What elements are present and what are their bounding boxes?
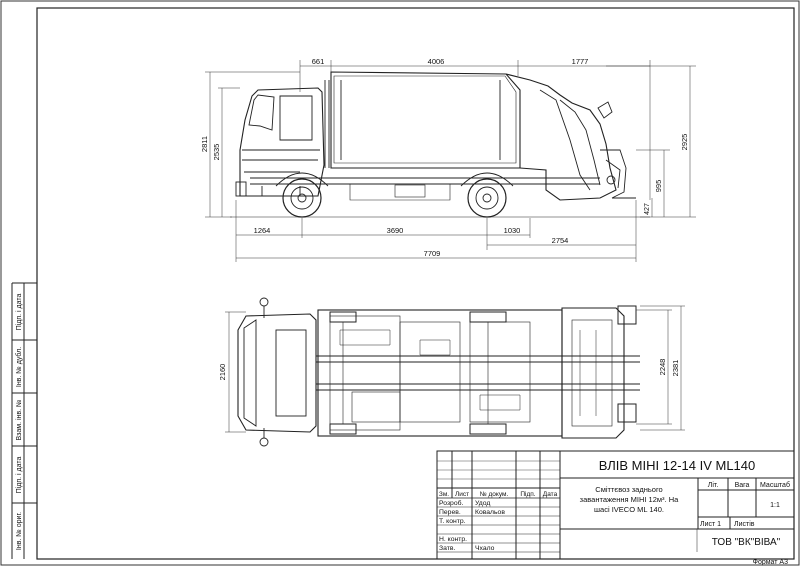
dim-body-length: 4006 [428, 57, 445, 66]
dim-rear-axle-body: 1030 [504, 226, 521, 235]
role-norm-control: Н. контр. [439, 536, 467, 543]
dim-loading-sill: 995 [654, 180, 663, 193]
strip-label-replace-inv: Взам. інв. № [15, 399, 23, 440]
header-doc-number: № докум. [480, 491, 509, 498]
mass-label: Вага [735, 482, 750, 489]
scale-value: 1:1 [770, 502, 780, 509]
strip-label-dup-inv: Інв. № дубл. [15, 347, 23, 387]
role-developed: Розроб. [439, 499, 464, 507]
lit-label: Літ. [708, 481, 719, 489]
company-name: ТОВ "ВК"ВІВА" [712, 537, 781, 548]
dim-overall-width: 2381 [671, 360, 680, 377]
name-checked: Ковальов [475, 509, 505, 516]
description-line-1: Сміттєвоз заднього [595, 485, 662, 494]
role-approved: Затв. [439, 545, 455, 552]
dim-cab-overhang: 661 [312, 57, 325, 66]
sheets-label: Листів [734, 520, 755, 528]
strip-label-sign-date-2: Підп. і дата [15, 457, 23, 494]
dim-cab-height: 2535 [212, 144, 221, 161]
dim-body-width: 2248 [658, 359, 667, 376]
dim-loader-height: 2925 [680, 134, 689, 151]
dim-total-height: 2811 [200, 136, 209, 152]
header-change: Зм. [439, 491, 449, 498]
strip-label-orig-inv: Інв. № ориг. [16, 512, 23, 550]
dim-rear-loader: 1777 [572, 57, 589, 66]
name-developed: Удод [475, 500, 490, 507]
plan-dimension-lines [225, 305, 685, 433]
side-dimension-lines [205, 60, 696, 262]
role-tech-control: Т. контр. [439, 518, 466, 525]
drawing-frame [36, 7, 795, 560]
description-line-3: шасі IVECO ML 140. [594, 505, 664, 514]
title-block-lines [436, 450, 795, 560]
header-signature: Підп. [520, 490, 535, 498]
dim-wheelbase: 3690 [387, 226, 404, 235]
truck-plan-view [237, 297, 640, 447]
role-checked: Перев. [439, 509, 461, 516]
drawing-title: ВЛІВ МІНІ 12-14 IV ML140 [599, 458, 756, 473]
header-date: Дата [543, 491, 558, 498]
name-approved: Чхало [475, 545, 495, 552]
strip-label-sign-date-1: Підп. і дата [15, 294, 23, 331]
dim-overall-length: 7709 [424, 249, 441, 258]
scale-label: Масштаб [760, 481, 790, 489]
dim-front-overhang: 1264 [254, 226, 271, 235]
dim-cab-width: 2160 [218, 364, 227, 381]
left-strip [11, 282, 37, 559]
truck-side-view [230, 71, 650, 218]
dim-ground-clearance: 427 [644, 203, 651, 215]
description-line-2: завантаження МІНІ 12м³. На [580, 495, 679, 504]
sheet-format: Формат А3 [753, 559, 788, 566]
dim-rear-overhang: 2754 [552, 236, 569, 245]
sheet-label: Лист 1 [700, 521, 721, 528]
header-sheet: Лист [455, 491, 469, 498]
